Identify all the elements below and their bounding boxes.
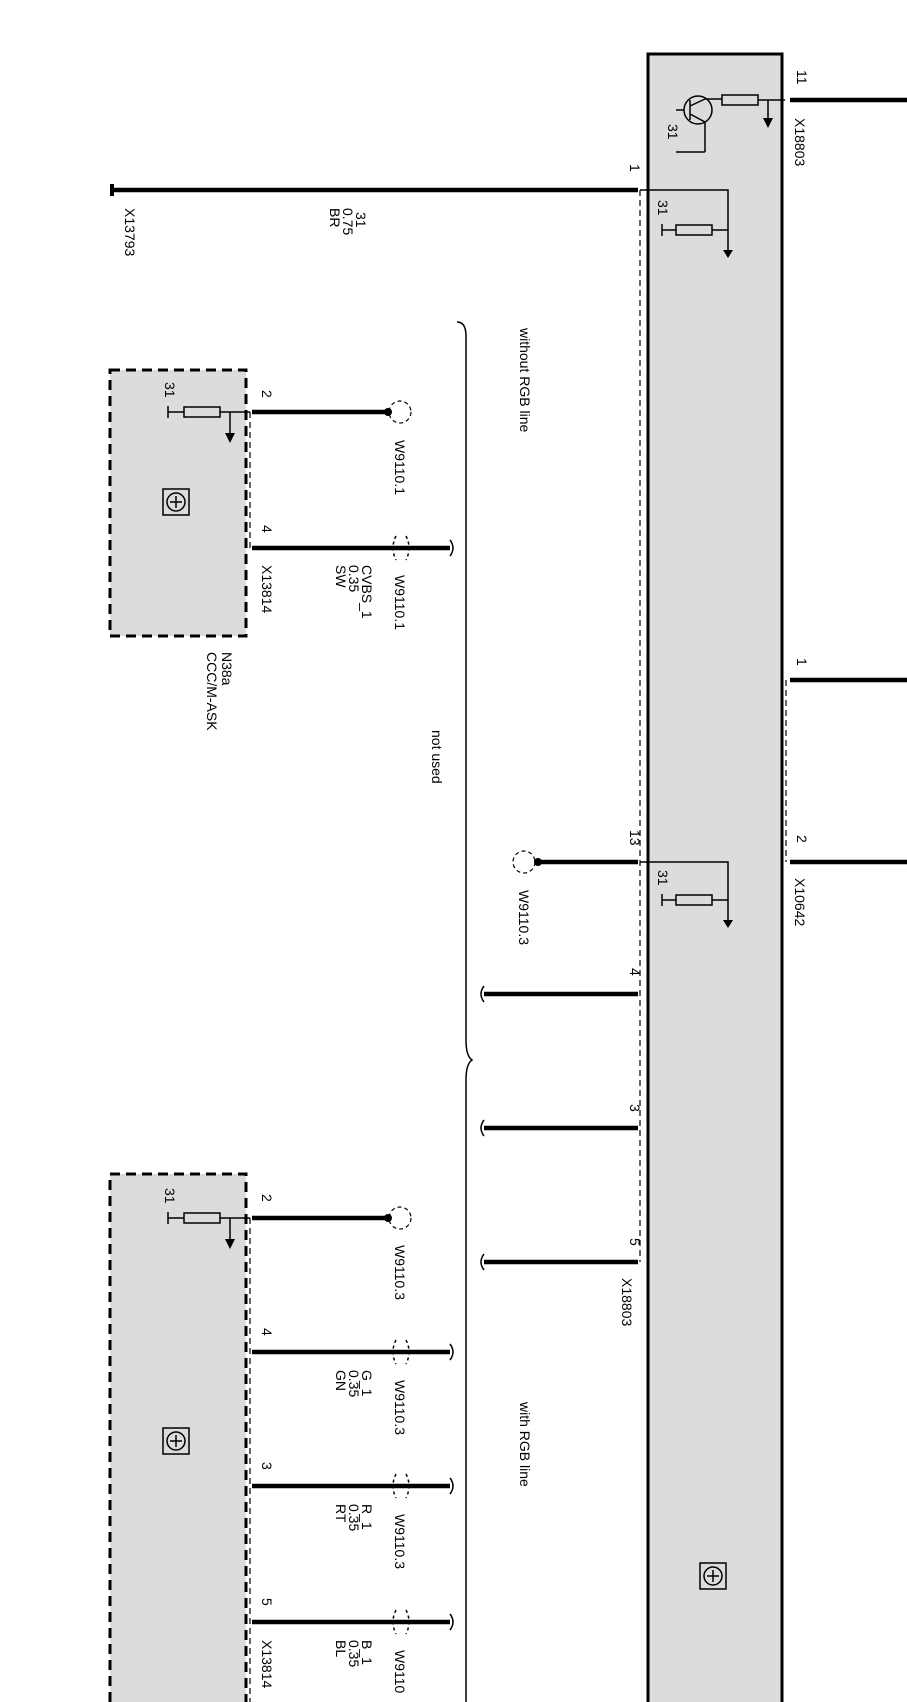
splice-w9110-d-label: W9110 (392, 1650, 408, 1694)
x10642-pin-1-label: 1 (794, 658, 810, 666)
module-a-name: N38a (219, 652, 235, 686)
pin-5-label: 5 (627, 1238, 643, 1246)
signal-g1-color: GN (333, 1370, 349, 1391)
signal-r1-name: R_1 (359, 1504, 375, 1530)
signal-cvbs-gauge: 0.35 (346, 565, 362, 592)
signal-g1-name: G_1 (359, 1370, 375, 1397)
pin-3-label: 3 (627, 1104, 643, 1112)
signal-r1-color: RT (333, 1504, 349, 1523)
resistor-ground-label-2: 31 (655, 870, 671, 886)
splice-w9110-3c-label: W9110.3 (392, 1514, 408, 1569)
signal-b1-gauge: 0.35 (346, 1640, 362, 1667)
module-b-pin-2-label: 2 (259, 1194, 275, 1202)
module-b-connector: X13814 (259, 1640, 275, 1688)
brace-without-rgb (456, 321, 474, 1702)
module-a-box (108, 368, 248, 638)
splice-w9110-3 (384, 1214, 392, 1222)
transistor-icon (676, 94, 785, 153)
module-a-ground-label: 31 (162, 382, 178, 398)
splice-w9110-1 (384, 408, 392, 416)
main-module-box (646, 52, 784, 1702)
signal-cvbs-name: CVBS_1 (359, 565, 375, 619)
note-not-used: not used (429, 730, 445, 784)
module-b-box (108, 1172, 248, 1702)
pin-11-label: 11 (794, 70, 810, 85)
splice-w9110-3-main-label: W9110.3 (516, 890, 532, 945)
pin-4-label: 4 (627, 968, 643, 976)
module-a-pin-4-label: 4 (259, 525, 275, 533)
pin-13-label: 13 (627, 830, 643, 846)
resistor-icon (640, 189, 733, 258)
signal-b1-color: BL (333, 1640, 349, 1657)
control-unit-icon (162, 488, 190, 516)
module-b-ground-label: 31 (162, 1188, 178, 1204)
module-b-pin-4-label: 4 (259, 1328, 275, 1336)
module-a-subname: CCC/M-ASK (204, 652, 220, 731)
splice-w9110-3b-label: W9110.3 (392, 1380, 408, 1435)
connector-x10642: X10642 (792, 878, 808, 926)
control-unit-icon (699, 1562, 727, 1590)
transistor-ground-label: 31 (665, 124, 681, 140)
splice-w9110-1-label: W9110.1 (392, 440, 408, 495)
splice-w9110-3-main (534, 858, 542, 866)
module-b-pin-5-label: 5 (259, 1598, 275, 1606)
connector-x13793: X13793 (122, 208, 138, 256)
splice-w9110-3-label: W9110.3 (392, 1245, 408, 1300)
resistor-icon (167, 406, 250, 443)
note-without-rgb: without RGB line (517, 327, 533, 432)
control-unit-icon (162, 1427, 190, 1455)
resistor-icon (640, 861, 733, 928)
ground-wire-color: BR (327, 208, 343, 227)
connector-x18803-bottom: X18803 (619, 1278, 635, 1326)
note-with-rgb: with RGB line (517, 1401, 533, 1487)
connector-x18803-top: X18803 (792, 118, 808, 166)
module-a-connector: X13814 (259, 565, 275, 613)
resistor-icon (167, 1212, 250, 1249)
signal-g1-gauge: 0.35 (346, 1370, 362, 1397)
x10642-pin-2-label: 2 (794, 835, 810, 843)
signal-r1-gauge: 0.35 (346, 1504, 362, 1531)
signal-b1-name: B_1 (359, 1640, 375, 1665)
module-b-pin-3-label: 3 (259, 1462, 275, 1470)
ground-wire-gauge: 0.75 (340, 208, 356, 235)
module-a-pin-2-label: 2 (259, 390, 275, 398)
signal-cvbs-color: SW (333, 565, 349, 588)
splice-w9110-1b-label: W9110.1 (392, 575, 408, 630)
pin-1-label: 1 (627, 164, 643, 172)
resistor-ground-label-1: 31 (655, 200, 671, 216)
ground-wire-label: 31 (353, 212, 369, 228)
